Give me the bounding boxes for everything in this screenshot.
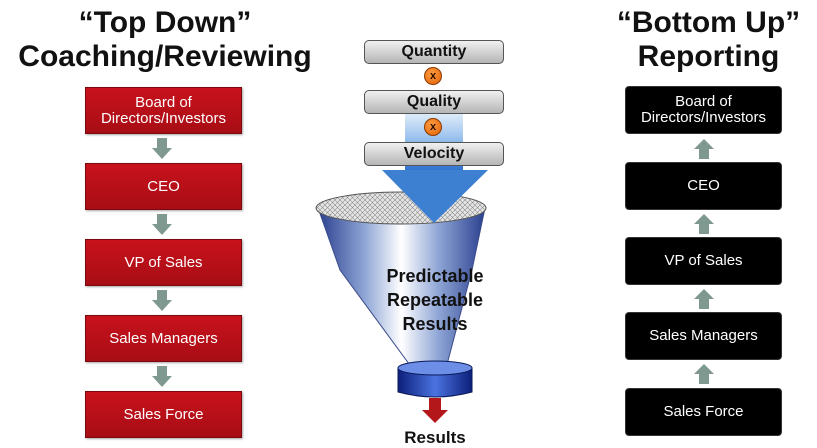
funnel-text-predictable: Predictable	[386, 266, 484, 286]
up-arrow-icon	[694, 139, 714, 159]
down-arrow-icon	[152, 290, 172, 311]
bottom-up-title-line1: “Bottom Up”	[616, 6, 801, 39]
funnel-text-results: Results	[402, 314, 468, 334]
funnel-text-repeatable: Repeatable	[386, 290, 484, 310]
bottom-up-box-board: Board of Directors/Investors	[625, 86, 782, 134]
multiply-icon: x	[424, 118, 442, 136]
output-arrow-icon	[422, 398, 448, 423]
down-arrow-icon	[152, 366, 172, 387]
up-arrow-icon	[694, 214, 714, 234]
funnel-graphic	[315, 110, 488, 423]
down-arrow-icon	[152, 138, 172, 159]
flow-arrowhead	[382, 170, 488, 223]
top-down-box-ceo: CEO	[85, 163, 242, 210]
bottom-up-box-sales-force: Sales Force	[625, 388, 782, 436]
down-arrow-icon	[152, 214, 172, 235]
multiply-icon: x	[424, 67, 442, 85]
top-down-box-sales-managers: Sales Managers	[85, 315, 242, 362]
top-down-box-vp-sales: VP of Sales	[85, 239, 242, 286]
up-arrow-icon	[694, 289, 714, 309]
funnel-spout	[397, 367, 473, 398]
top-down-title-line1: “Top Down”	[78, 6, 252, 39]
bottom-up-title: “Bottom Up” Reporting	[600, 6, 817, 74]
bottom-up-box-sales-managers: Sales Managers	[625, 312, 782, 360]
input-quality: Quality	[364, 90, 504, 114]
up-arrow-icon	[694, 364, 714, 384]
top-down-title-line2: Coaching/Reviewing	[18, 40, 312, 73]
input-velocity: Velocity	[364, 142, 504, 166]
top-down-box-sales-force: Sales Force	[85, 391, 242, 438]
top-down-title: “Top Down” Coaching/Reviewing	[0, 6, 330, 74]
bottom-up-box-ceo: CEO	[625, 162, 782, 210]
bottom-up-box-vp-sales: VP of Sales	[625, 237, 782, 285]
output-results-label: Results	[404, 428, 466, 447]
input-quantity: Quantity	[364, 40, 504, 64]
bottom-up-title-line2: Reporting	[637, 40, 780, 73]
top-down-box-board: Board of Directors/Investors	[85, 87, 242, 134]
